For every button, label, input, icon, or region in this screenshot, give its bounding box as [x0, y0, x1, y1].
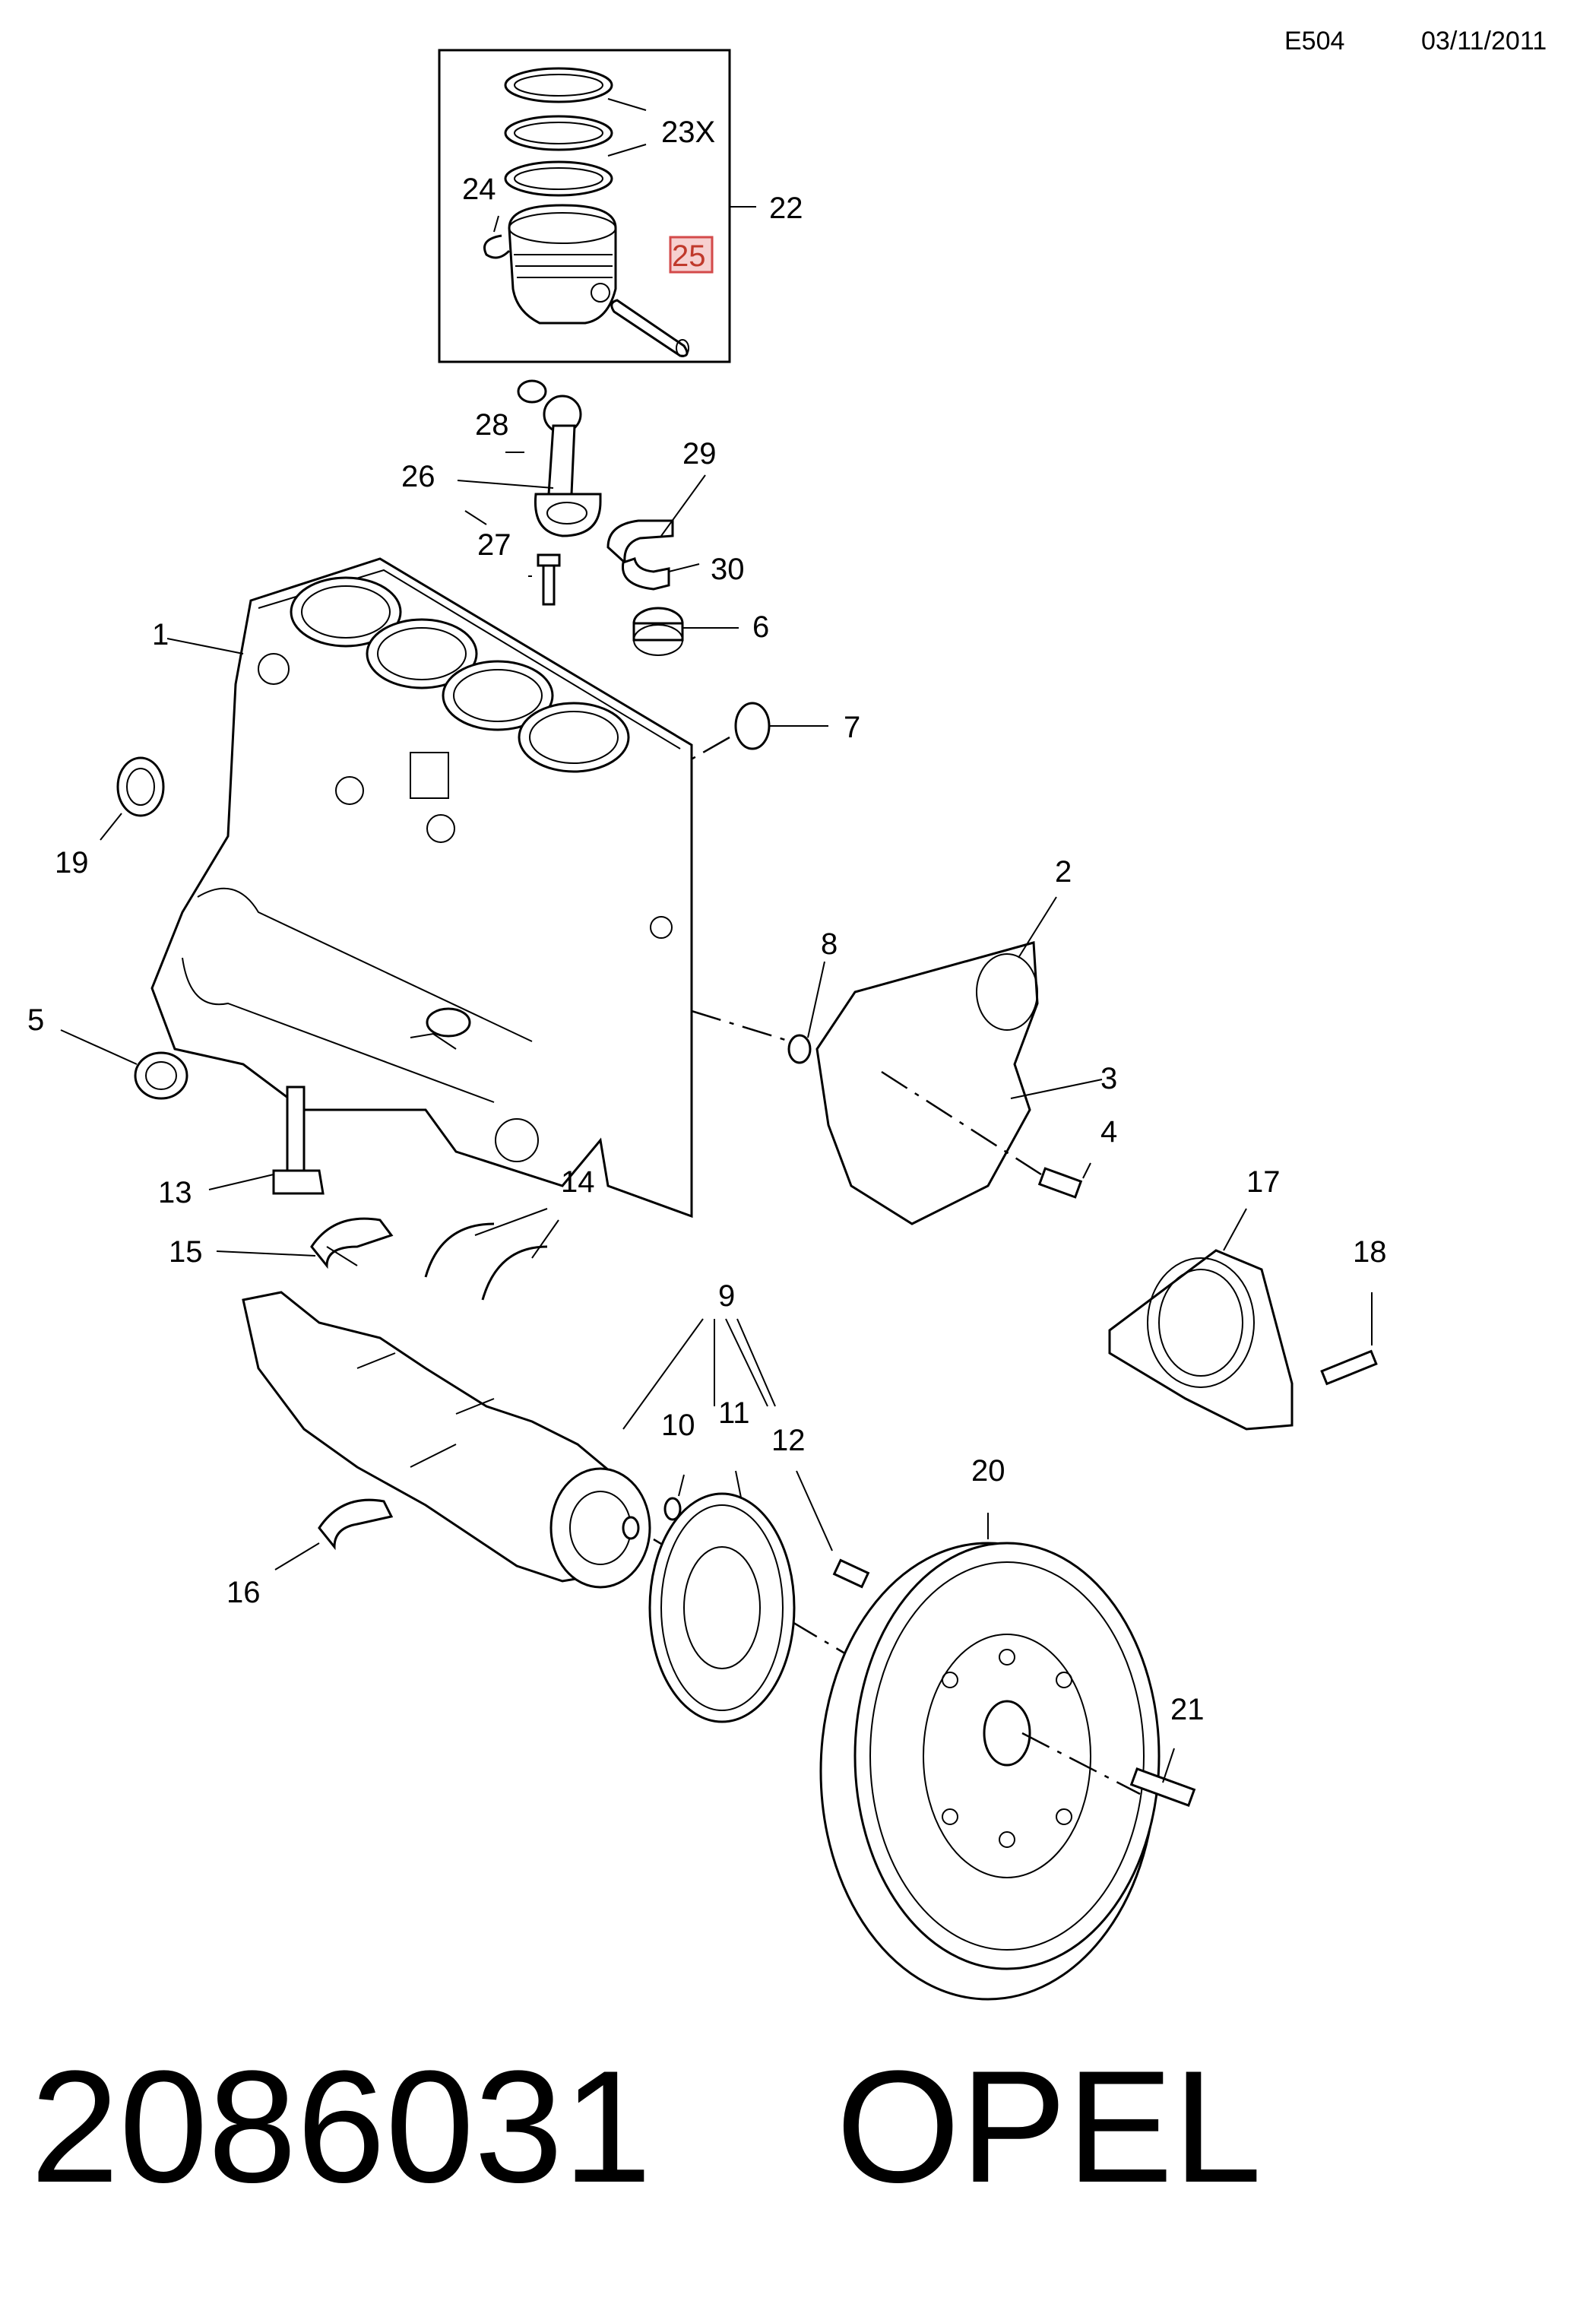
callout-27: 27: [477, 528, 511, 562]
oil-seals: [60, 756, 188, 1100]
callout-26: 26: [401, 460, 435, 493]
callout-1: 1: [152, 618, 169, 651]
dual-mass-flywheel: [819, 1513, 1196, 2001]
callout-17: 17: [1246, 1165, 1281, 1199]
part-number: 2086031: [30, 2037, 652, 2216]
diagram-date: 03/11/2011: [1421, 27, 1547, 55]
callout-30: 30: [711, 553, 745, 586]
callout-5: 5: [27, 1003, 44, 1037]
callout-24: 24: [462, 173, 496, 206]
callout-labels: 1 2 3 4 5 6 7 8 9 10 11 12 13 14 15 16 1…: [27, 116, 1387, 1726]
callout-16: 16: [226, 1576, 261, 1609]
main-bearing-bolt: [208, 1086, 325, 1195]
diagram-code: E504: [1284, 27, 1344, 55]
callout-8: 8: [821, 927, 838, 961]
callout-10: 10: [661, 1409, 695, 1442]
callout-6: 6: [752, 610, 769, 644]
connecting-rod: [457, 379, 602, 606]
rod-bearings: [606, 474, 828, 769]
callout-2: 2: [1055, 855, 1072, 889]
callout-29: 29: [682, 437, 717, 471]
callout-9: 9: [718, 1279, 735, 1313]
callout-28: 28: [475, 408, 509, 442]
callout-3: 3: [1100, 1062, 1117, 1095]
piston-assembly-group: [438, 49, 756, 363]
callout-23x: 23X: [661, 116, 715, 149]
crankshaft: [242, 1291, 852, 1659]
highlight-box-25: [669, 236, 714, 274]
main-bearings: [216, 1208, 559, 1570]
callout-20: 20: [971, 1454, 1005, 1488]
callout-18: 18: [1353, 1235, 1387, 1269]
rear-seal-housing: [1108, 1208, 1378, 1431]
callout-12: 12: [771, 1424, 806, 1457]
callout-7: 7: [844, 711, 860, 744]
callout-4: 4: [1100, 1115, 1117, 1149]
callout-21: 21: [1170, 1693, 1205, 1726]
callout-15: 15: [169, 1235, 203, 1269]
callout-25: 25: [672, 239, 706, 273]
callout-19: 19: [55, 846, 89, 880]
callout-13: 13: [158, 1176, 192, 1209]
cylinder-block: [150, 557, 791, 1219]
callout-14: 14: [561, 1165, 595, 1199]
flexplate-components: [648, 1470, 870, 1723]
callout-22: 22: [769, 192, 803, 225]
callout-11: 11: [718, 1396, 750, 1430]
rear-cover-plate: [787, 896, 1103, 1225]
brand-name: OPEL: [836, 2037, 1262, 2216]
